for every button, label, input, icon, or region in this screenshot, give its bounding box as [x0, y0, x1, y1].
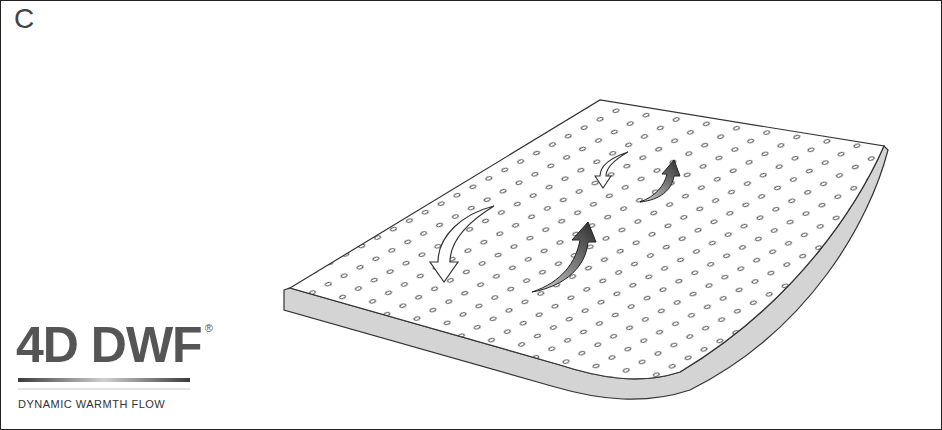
flow-arrow — [532, 222, 596, 292]
logo-tagline: DYNAMIC WARMTH FLOW — [18, 398, 165, 410]
logo-mark: 4D DWF — [16, 318, 202, 373]
hole-pattern — [250, 80, 910, 400]
warm-arrow — [430, 206, 494, 282]
panel-letter: C — [14, 4, 34, 35]
logo-bar — [18, 378, 190, 382]
warm-arrow — [595, 152, 628, 188]
registered-mark: ® — [205, 322, 213, 334]
flow-arrow — [640, 160, 680, 202]
logo-rule — [18, 389, 190, 390]
